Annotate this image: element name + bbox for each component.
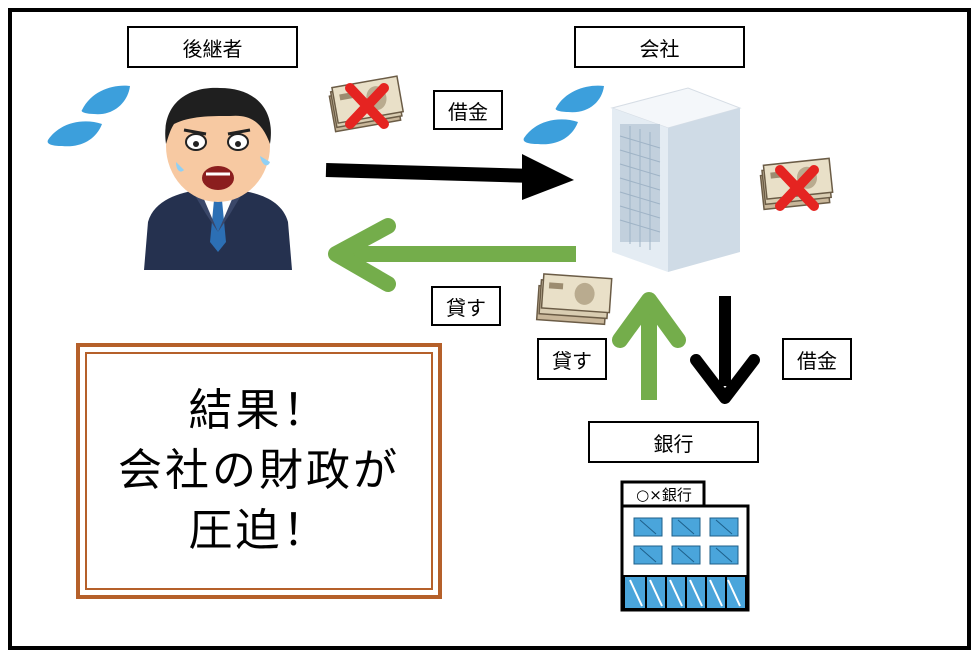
result-box: 結果！ 会社の財政が 圧迫！: [76, 343, 442, 599]
result-line-1: 結果！: [188, 385, 330, 436]
loan-label-top: 借金: [433, 90, 503, 130]
sweat-drop-icon: [81, 85, 130, 115]
lend-label-left: 貸す: [431, 286, 501, 326]
successor-label: 後継者: [127, 26, 298, 68]
x-mark-icon: [345, 83, 389, 129]
loan-arrow-to-company: [325, 154, 574, 200]
sweat-drop-icon: [555, 85, 604, 113]
result-line-3: 圧迫！: [188, 505, 330, 556]
x-mark-icon: [775, 165, 819, 211]
businessman-icon: [144, 87, 292, 270]
lend-arrow-to-successor: [328, 218, 576, 292]
sweat-drop-icon: [523, 119, 578, 145]
bank-building: ○×銀行: [616, 478, 754, 612]
company-label: 会社: [574, 26, 745, 68]
bank-sign: ○×銀行: [636, 486, 692, 504]
result-line-2: 会社の財政が: [118, 445, 400, 496]
building-icon: [610, 87, 742, 272]
result-text: 結果！ 会社の財政が 圧迫！: [85, 352, 433, 590]
sweat-drop-icon: [47, 121, 102, 147]
bank-icon: [620, 480, 750, 612]
lend-arrow-to-company: [612, 292, 686, 400]
loan-label-right: 借金: [782, 338, 852, 380]
bank-label: 銀行: [588, 421, 759, 463]
lend-label-bottom: 貸す: [537, 338, 607, 380]
loan-arrow-to-bank: [690, 296, 760, 404]
money-bill-icon: [535, 273, 613, 326]
